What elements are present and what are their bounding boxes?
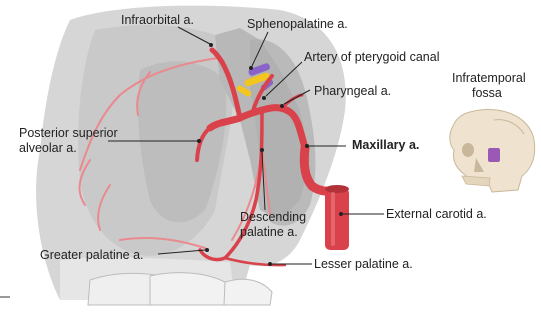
label-posterior-superior-alveolar-2: alveolar a.	[19, 141, 77, 155]
corner-mark	[0, 296, 10, 298]
external-carotid-vessel	[325, 185, 349, 250]
label-descending-palatine-1: Descending	[240, 210, 306, 224]
label-maxillary: Maxillary a.	[352, 138, 419, 152]
skull-icon	[450, 110, 535, 192]
inset-title-line1: Infratemporal	[452, 71, 526, 85]
label-pterygoid-canal: Artery of pterygoid canal	[304, 50, 440, 64]
label-external-carotid: External carotid a.	[386, 207, 487, 221]
inset-title-line2: fossa	[472, 86, 502, 100]
label-sphenopalatine: Sphenopalatine a.	[247, 17, 348, 31]
label-infraorbital: Infraorbital a.	[121, 13, 194, 27]
label-posterior-superior-alveolar-1: Posterior superior	[19, 126, 118, 140]
label-greater-palatine: Greater palatine a.	[40, 248, 144, 262]
label-lesser-palatine: Lesser palatine a.	[314, 257, 413, 271]
inset: Infratemporal fossa	[450, 71, 535, 192]
label-pharyngeal: Pharyngeal a.	[314, 84, 391, 98]
label-descending-palatine-2: palatine a.	[240, 225, 298, 239]
